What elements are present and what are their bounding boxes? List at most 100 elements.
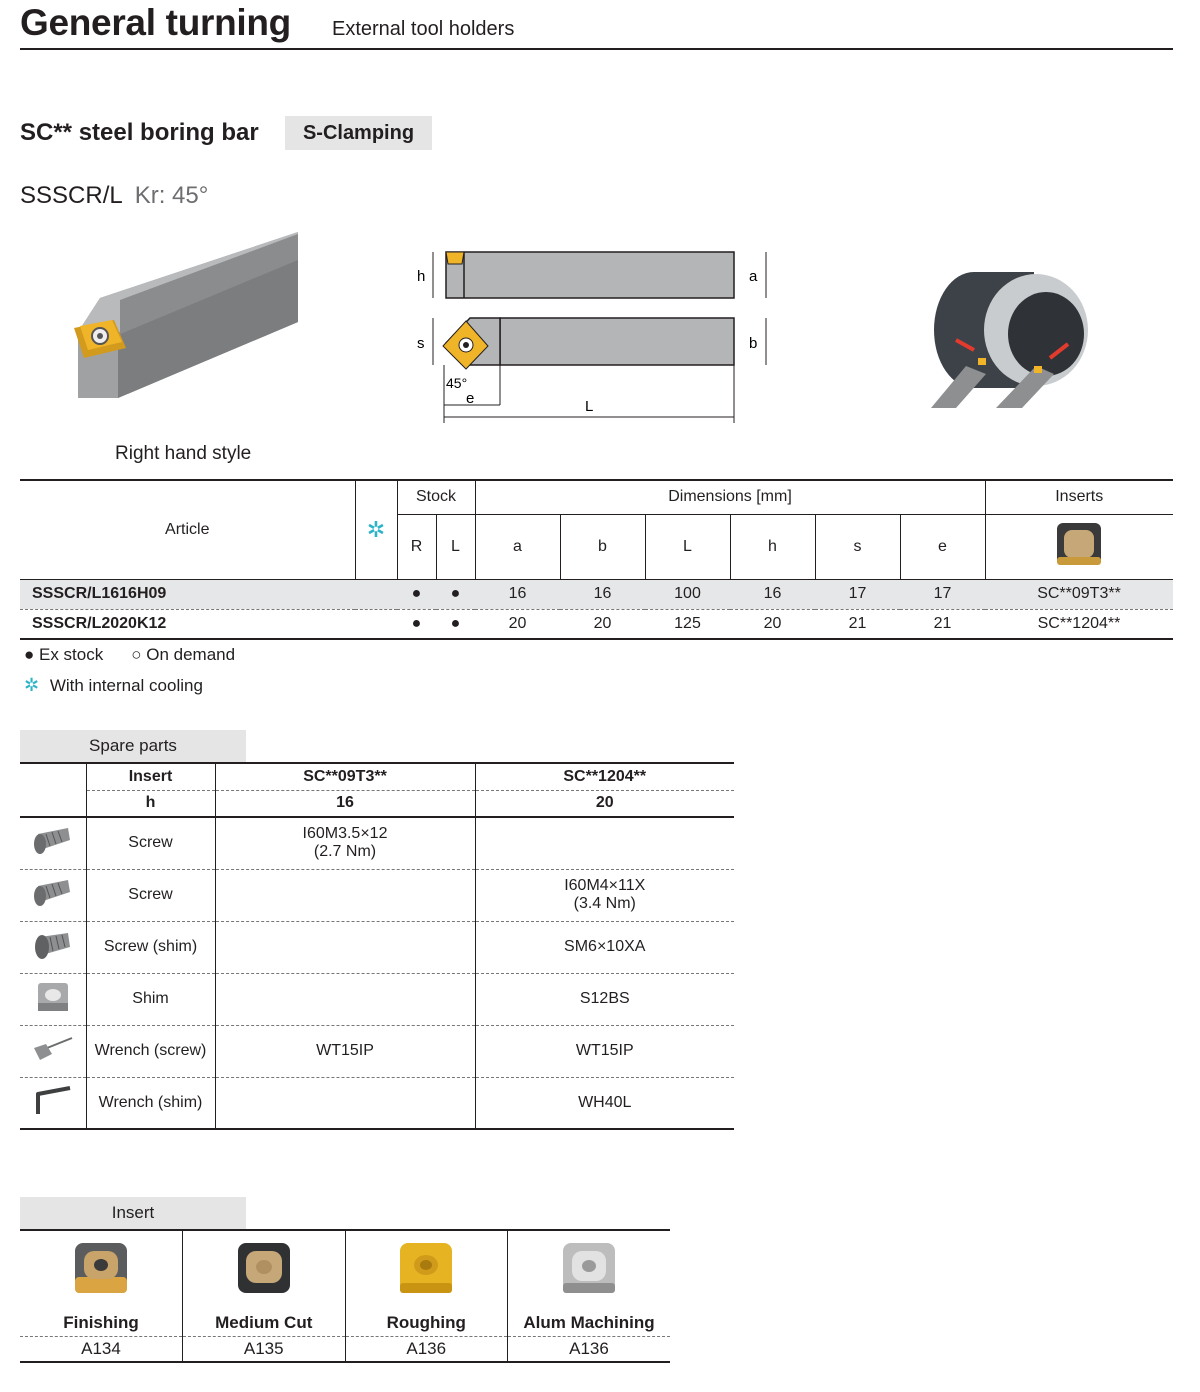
product-code-line: SSSCR/L Kr: 45° xyxy=(20,182,208,210)
part-torque: (3.4 Nm) xyxy=(573,895,636,912)
col-h: h xyxy=(729,514,815,580)
stock-r-cell: ● xyxy=(397,609,436,640)
stock-header: Stock xyxy=(396,479,475,515)
part-code: I60M3.5×12 xyxy=(302,825,388,843)
article-cell: SSSCR/L2020K12 xyxy=(20,609,355,640)
screw-icon xyxy=(33,827,70,854)
dimensions-header: Dimensions [mm] xyxy=(474,479,985,515)
dim-label-h: h xyxy=(417,268,425,285)
insert-type-name: Medium Cut xyxy=(182,1310,345,1337)
on-demand-legend: ○ On demand xyxy=(131,645,236,664)
stock-r-cell: ● xyxy=(397,579,436,610)
dim-label-b: b xyxy=(749,335,757,352)
dim-length-cell: 125 xyxy=(645,609,730,640)
cooling-legend-text: With internal cooling xyxy=(49,676,203,695)
shim-icon xyxy=(37,982,68,1011)
dim-label-s: s xyxy=(417,335,425,352)
insert-page-ref: A134 xyxy=(20,1336,183,1363)
header-rule xyxy=(20,48,1173,50)
inserts-header: Inserts xyxy=(984,479,1173,515)
stock-l-cell: ● xyxy=(436,609,475,640)
hex-key-icon xyxy=(35,1086,71,1115)
table-row: Screw I60M4×11X(3.4 Nm) xyxy=(20,869,734,922)
table-row: Screw (shim) SM6×10XA xyxy=(20,921,734,974)
dim-s-cell: 17 xyxy=(815,579,900,610)
spare-insert-header: Insert xyxy=(85,762,215,791)
dim-e-cell: 17 xyxy=(900,579,985,610)
part-name: Wrench (shim) xyxy=(85,1077,215,1130)
product-title: SC** steel boring bar xyxy=(20,119,259,146)
dimension-drawing: h a s b 45° e L xyxy=(417,251,767,423)
insert-table: Finishing Medium Cut Roughing Alum Machi… xyxy=(20,1229,670,1363)
insert-cell: SC**09T3** xyxy=(985,579,1173,610)
cooling-icon: ✲ xyxy=(366,516,386,542)
insert-page-ref: A136 xyxy=(507,1336,670,1363)
dim-a-cell: 20 xyxy=(475,609,560,640)
part-code: SM6×10XA xyxy=(474,921,734,974)
part-code: I60M4×11X xyxy=(564,877,646,894)
spare-h-b: 20 xyxy=(474,790,734,818)
insert-type-name: Roughing xyxy=(344,1310,508,1337)
table-row: Screw I60M3.5×12(2.7 Nm) xyxy=(20,817,734,870)
spare-h-a: 16 xyxy=(214,790,475,818)
stock-legend: ● Ex stock ○ On demand xyxy=(24,645,235,665)
part-code: S12BS xyxy=(474,973,734,1026)
part-code: WH40L xyxy=(474,1077,734,1130)
part-code: WT15IP xyxy=(214,1025,475,1078)
insert-type-name: Finishing xyxy=(20,1310,183,1337)
dim-h-cell: 16 xyxy=(730,579,815,610)
table-row: SSSCR/L1616H09 ● ● 16 16 100 16 17 17 SC… xyxy=(20,579,1173,610)
dim-label-angle: 45° xyxy=(446,375,467,391)
article-cell: SSSCR/L1616H09 xyxy=(20,579,355,610)
dim-label-e: e xyxy=(466,390,474,407)
spare-h-header: h xyxy=(85,790,215,818)
spare-insert-a: SC**09T3** xyxy=(214,762,475,791)
medium-cut-insert-icon xyxy=(237,1243,290,1293)
dim-label-a: a xyxy=(749,268,758,285)
dim-b-cell: 16 xyxy=(560,579,645,610)
roughing-insert-icon xyxy=(400,1243,453,1293)
dim-h-cell: 20 xyxy=(730,609,815,640)
table-row: Wrench (screw) WT15IP WT15IP xyxy=(20,1025,734,1078)
product-code: SSSCR/L xyxy=(20,182,123,209)
dim-s-cell: 21 xyxy=(815,609,900,640)
table-row: Wrench (shim) WH40L xyxy=(20,1077,734,1130)
cooling-icon: ✲ xyxy=(24,675,40,695)
insert-type-name: Alum Machining xyxy=(507,1310,670,1337)
hand-style-caption: Right hand style xyxy=(115,443,252,464)
spare-insert-b: SC**1204** xyxy=(474,762,734,791)
col-b: b xyxy=(559,514,645,580)
insert-label: Insert xyxy=(20,1197,246,1229)
stock-l-cell: ● xyxy=(436,579,475,610)
kr-angle: Kr: 45° xyxy=(134,182,209,209)
col-r: R xyxy=(396,514,436,580)
page-subtitle: External tool holders xyxy=(332,18,515,40)
col-s: s xyxy=(814,514,900,580)
article-header: Article xyxy=(20,479,355,580)
dim-label-L: L xyxy=(585,398,593,415)
col-l: L xyxy=(435,514,475,580)
col-length: L xyxy=(644,514,730,580)
finishing-insert-icon xyxy=(75,1243,127,1293)
shim-screw-icon xyxy=(34,932,70,959)
application-image xyxy=(931,272,1088,408)
dim-length-cell: 100 xyxy=(645,579,730,610)
dim-a-cell: 16 xyxy=(475,579,560,610)
insert-icon xyxy=(1057,523,1102,565)
insert-page-ref: A135 xyxy=(182,1336,345,1363)
table-row: SSSCR/L2020K12 ● ● 20 20 125 20 21 21 SC… xyxy=(20,609,1173,640)
part-name: Screw xyxy=(85,869,215,922)
part-name: Screw xyxy=(85,817,215,870)
ex-stock-legend: ● Ex stock xyxy=(24,645,104,664)
spare-parts-label: Spare parts xyxy=(20,730,246,762)
table-row: Shim S12BS xyxy=(20,973,734,1026)
page-title: General turning xyxy=(20,2,291,43)
tool-holder-image xyxy=(74,232,298,398)
alum-machining-insert-icon xyxy=(563,1243,615,1293)
wrench-icon xyxy=(33,1036,73,1060)
part-name: Shim xyxy=(85,973,215,1026)
cooling-legend: ✲ With internal cooling xyxy=(24,675,203,696)
part-code: WT15IP xyxy=(474,1025,734,1078)
part-name: Wrench (screw) xyxy=(85,1025,215,1078)
clamping-badge: S-Clamping xyxy=(285,116,432,150)
